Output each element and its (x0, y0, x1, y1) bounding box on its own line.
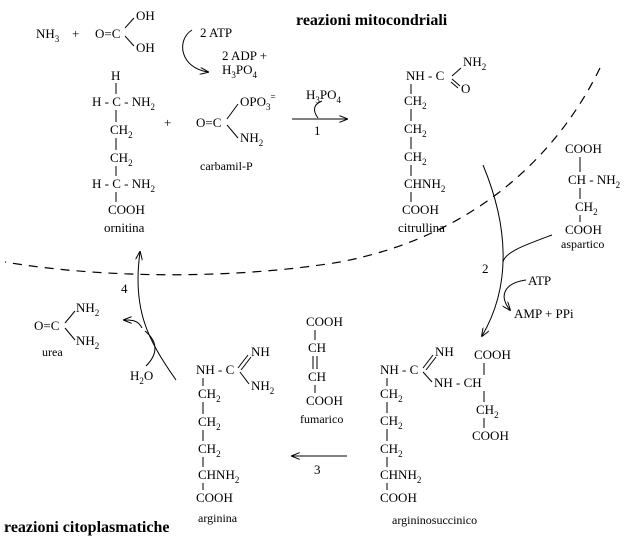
svg-text:H - C - NH2: H - C - NH2 (92, 176, 155, 194)
svg-text:CH: CH (308, 369, 326, 384)
svg-text:COOH: COOH (196, 490, 233, 505)
svg-text:CH2: CH2 (404, 121, 427, 139)
svg-text:NH: NH (251, 344, 270, 359)
svg-text:CH2: CH2 (110, 122, 133, 140)
svg-text:NH - C: NH - C (196, 362, 234, 377)
compound-aspartico: COOH CH - NH2 CH2 COOH aspartico (561, 141, 620, 251)
adp-out-label: 2 ADP + (222, 48, 267, 63)
hydroxyl-bottom: OH (136, 40, 155, 55)
svg-text:COOH: COOH (108, 202, 145, 217)
aspartate-join-curve (502, 234, 553, 263)
compound-fumarico: COOH CH CH COOH fumarico (300, 314, 343, 426)
svg-text:CH2: CH2 (198, 414, 221, 432)
svg-text:CH2: CH2 (404, 93, 427, 111)
atp-arrow (182, 29, 208, 72)
svg-text:NH2: NH2 (76, 333, 99, 351)
step-number-1: 1 (314, 123, 321, 138)
svg-text:CH2: CH2 (575, 199, 598, 217)
compound-name-urea: urea (42, 345, 63, 359)
svg-text:NH2: NH2 (240, 130, 263, 148)
compound-name-citrullina: citrullina (398, 220, 445, 235)
svg-text:COOH: COOH (402, 202, 439, 217)
svg-text:CH - NH2: CH - NH2 (568, 172, 620, 190)
svg-text:CH2: CH2 (476, 402, 499, 420)
section-title-cytoplasmic: reazioni citoplasmatiche (4, 519, 169, 536)
svg-text:NH - C: NH - C (380, 362, 418, 377)
svg-text:COOH: COOH (474, 347, 511, 362)
compound-name-aspartico: aspartico (561, 237, 604, 251)
svg-text:COOH: COOH (565, 222, 602, 237)
svg-text:CH2: CH2 (110, 150, 133, 168)
bond (124, 17, 135, 29)
svg-text:NH2: NH2 (76, 300, 99, 318)
compound-urea: NH2 O=C NH2 urea (34, 300, 99, 359)
compound-argininosuccinico: NH NH - C NH - CH COOH CH2 COOH CH2 CH2 … (380, 344, 511, 527)
svg-text:O=C: O=C (196, 115, 221, 130)
svg-text:COOH: COOH (472, 428, 509, 443)
pi-release-arrow (314, 100, 323, 119)
step-number-4: 4 (121, 281, 128, 296)
svg-text:CH2: CH2 (198, 386, 221, 404)
compound-arginina: NH NH - C NH2 CH2 CH2 CH2 CHNH2 COOH arg… (196, 344, 274, 525)
compound-name-fumarico: fumarico (300, 412, 343, 426)
pi-release-label: H3PO4 (306, 87, 342, 105)
compound-ornitina: H H - C - NH2 CH2 CH2 H - C - NH2 COOH o… (92, 68, 155, 235)
plus-sign: + (164, 115, 171, 130)
step-number-2: 2 (482, 261, 489, 276)
svg-text:CH2: CH2 (404, 149, 427, 167)
svg-text:CH2: CH2 (198, 441, 221, 459)
svg-text:CHNH2: CHNH2 (404, 176, 445, 194)
svg-text:O=C: O=C (34, 318, 59, 333)
compound-name-argininosuccinico: argininosuccinico (392, 513, 477, 527)
compound-name-carbamil-p: carbamil-P (200, 159, 253, 173)
svg-text:CH2: CH2 (380, 441, 403, 459)
compound-name-ornitina: ornitina (104, 220, 145, 235)
svg-text:CHNH2: CHNH2 (198, 467, 239, 485)
svg-text:NH: NH (435, 344, 454, 359)
atp-step2-arrow (504, 279, 527, 310)
svg-text:H - C - NH2: H - C - NH2 (92, 94, 155, 112)
bond (124, 35, 135, 47)
urea-release-arrow (124, 320, 143, 329)
plus-sign: + (72, 26, 79, 41)
svg-text:NH2: NH2 (463, 54, 486, 72)
step-number-3: 3 (314, 462, 321, 477)
water-label: H2O (130, 368, 153, 386)
carbonic-carbon: O=C (95, 26, 120, 41)
ammonia-label: NH3 (36, 26, 60, 44)
svg-text:H: H (111, 68, 120, 83)
svg-text:O: O (461, 81, 470, 96)
reaction-arrow-2 (482, 164, 504, 336)
svg-text:CH: CH (308, 340, 326, 355)
svg-text:NH2: NH2 (251, 378, 274, 396)
svg-text:COOH: COOH (306, 314, 343, 329)
svg-text:CH2: CH2 (380, 413, 403, 431)
svg-text:NH - CH: NH - CH (434, 375, 482, 390)
compound-citrullina: NH2 NH - C O CH2 CH2 CH2 CHNH2 COOH citr… (398, 54, 486, 235)
svg-text:COOH: COOH (380, 490, 417, 505)
svg-text:CH2: CH2 (380, 386, 403, 404)
svg-text:CHNH2: CHNH2 (380, 467, 421, 485)
compound-carbamil-p: OPO3= O=C NH2 carbamil-P (196, 92, 276, 173)
pi-out-label: H3PO4 (222, 62, 258, 80)
water-arrow (144, 330, 156, 367)
compound-name-arginina: arginina (198, 511, 238, 525)
svg-text:NH - C: NH - C (406, 68, 444, 83)
amp-ppi-label: AMP + PPi (514, 306, 574, 321)
atp-in-label: 2 ATP (200, 25, 232, 40)
atp-step2-label: ATP (528, 273, 551, 288)
membrane-boundary (4, 67, 601, 276)
reaction-arrow-4 (138, 252, 177, 381)
hydroxyl-top: OH (136, 8, 155, 23)
svg-text:COOH: COOH (306, 393, 343, 408)
section-title-mitochondrial: reazioni mitocondriali (296, 12, 448, 29)
svg-text:COOH: COOH (565, 141, 602, 156)
svg-text:OPO3=: OPO3= (240, 92, 276, 112)
